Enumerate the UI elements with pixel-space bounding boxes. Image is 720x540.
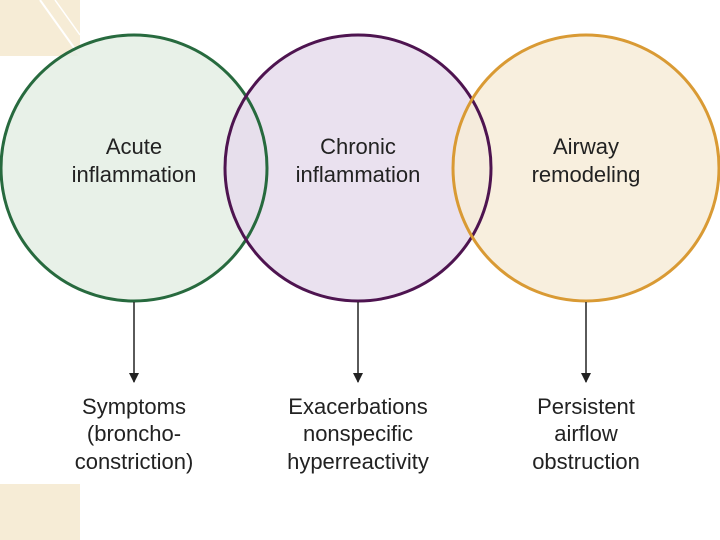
outcome-label-line: (broncho- [87,421,181,446]
circle-chronic [225,35,491,301]
outcome-label-acute: Symptoms(broncho-constriction) [75,394,194,474]
circle-label-chronic: Chronic inflammation [296,134,421,187]
circle-label-line: Airway [553,134,619,159]
corner-decoration-top [0,0,80,56]
circle-outline-remodeling [451,33,720,303]
circle-label-remodeling: Airway remodeling [532,134,641,187]
circle-label-line: Chronic [320,134,396,159]
circle-label-line: inflammation [296,162,421,187]
outcome-label-line: nonspecific [303,421,413,446]
outcome-label-line: Exacerbations [288,394,427,419]
outcome-label-line: hyperreactivity [287,449,429,474]
outcome-label-line: airflow [554,421,618,446]
corner-decoration-bottom [0,484,80,540]
circle-label-line: Acute [106,134,162,159]
circle-label-line: remodeling [532,162,641,187]
outcome-label-line: Symptoms [82,394,186,419]
circle-outline-chronic [223,33,493,303]
circle-acute [1,35,267,301]
outcome-label-line: constriction) [75,449,194,474]
outcome-label-line: Persistent [537,394,635,419]
circle-label-acute: Acute inflammation [72,134,197,187]
circle-remodeling [453,35,719,301]
circle-outline-acute [0,33,269,303]
circle-label-line: inflammation [72,162,197,187]
outcome-label-line: obstruction [532,449,640,474]
